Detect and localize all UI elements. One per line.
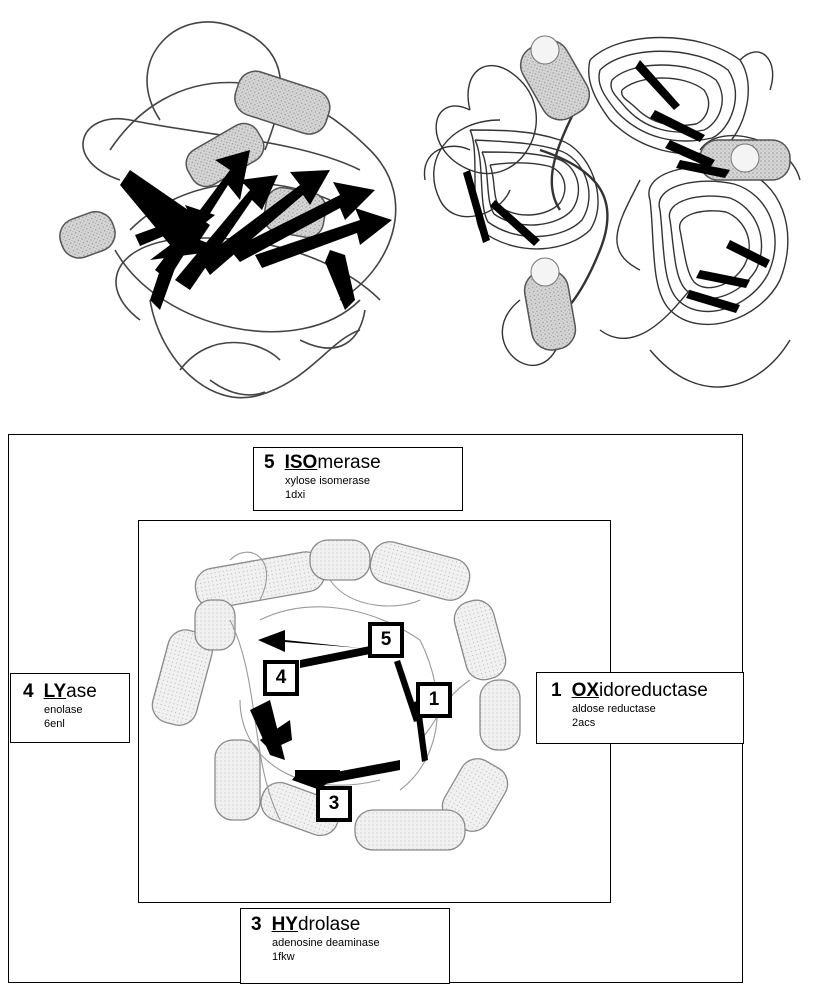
beta-strands-left <box>120 150 392 310</box>
pdb-code: 1dxi <box>285 488 462 502</box>
enzyme-name: adenosine deaminase <box>272 936 449 950</box>
label-name-rest: ase <box>66 681 97 702</box>
label-name-rest: drolase <box>298 914 360 935</box>
label-number: 5 <box>264 452 275 473</box>
pdb-code: 1fkw <box>272 950 449 964</box>
marker-5: 5 <box>368 622 404 658</box>
pdb-code: 6enl <box>44 717 129 731</box>
label-name-rest: merase <box>317 452 380 473</box>
enzyme-name: aldose reductase <box>572 702 743 716</box>
label-hydrolase: 3 HYdrolase adenosine deaminase 1fkw <box>240 908 450 984</box>
label-oxidoreductase: 1 OXidoreductase aldose reductase 2acs <box>536 672 744 744</box>
label-number: 3 <box>251 914 262 935</box>
label-number: 4 <box>23 681 34 702</box>
pdb-code: 2acs <box>572 716 743 730</box>
enzyme-name: enolase <box>44 703 129 717</box>
label-acronym: OX <box>572 680 599 701</box>
label-acronym: HY <box>272 914 298 935</box>
label-acronym: ISO <box>285 452 318 473</box>
marker-4: 4 <box>263 660 299 696</box>
enzyme-name: xylose isomerase <box>285 474 462 488</box>
label-acronym: LY <box>44 681 67 702</box>
label-isomerase: 5 ISOmerase xylose isomerase 1dxi <box>253 447 463 511</box>
marker-3: 3 <box>316 786 352 822</box>
label-name-rest: idoreductase <box>599 680 708 701</box>
label-number: 1 <box>551 680 562 701</box>
marker-1: 1 <box>416 682 452 718</box>
label-lyase: 4 LYase enolase 6enl <box>10 673 130 743</box>
